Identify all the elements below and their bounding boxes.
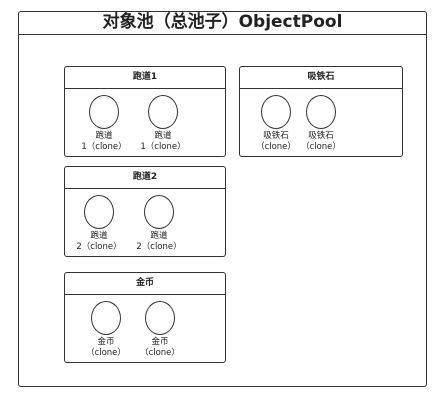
pool-item-circle (89, 95, 119, 129)
pool-item-circle (306, 95, 336, 129)
pool-item-name: 跑道 (154, 131, 172, 141)
pool-track2-title: 跑道2 (65, 167, 225, 189)
pool-magnet: 吸铁石 吸铁石 （clone） 吸铁石 （clone） (239, 66, 403, 157)
pool-item-clone: （clone） (86, 348, 126, 358)
pool-item-clone: （clone） (301, 142, 341, 152)
pool-item-name: 吸铁石 (263, 131, 289, 141)
pool-item-clone: 1（clone） (81, 142, 127, 152)
pool-item-circle (148, 95, 178, 129)
pool-item-clone: 2（clone） (76, 242, 122, 252)
pool-item-clone: 1（clone） (140, 142, 186, 152)
pool-coin-title: 金币 (65, 273, 225, 295)
pool-track1-title: 跑道1 (65, 67, 225, 89)
pool-item-name: 吸铁石 (308, 131, 334, 141)
object-pool-frame (18, 11, 427, 387)
pool-item-circle (144, 195, 174, 229)
pool-item-name: 金币 (151, 337, 169, 347)
pool-track2: 跑道2 跑道 2（clone） 跑道 2（clone） (64, 166, 226, 257)
pool-item-circle (84, 195, 114, 229)
pool-item-clone: （clone） (256, 142, 296, 152)
pool-track1: 跑道1 跑道 1（clone） 跑道 1（clone） (64, 66, 226, 157)
pool-item-circle (91, 301, 121, 335)
pool-item-clone: （clone） (140, 348, 180, 358)
pool-item-name: 跑道 (90, 231, 108, 241)
pool-item-name: 跑道 (95, 131, 113, 141)
pool-coin: 金币 金币 （clone） 金币 （clone） (64, 272, 226, 363)
pool-item-clone: 2（clone） (136, 242, 182, 252)
pool-item-name: 金币 (97, 337, 115, 347)
pool-item-circle (145, 301, 175, 335)
pool-magnet-title: 吸铁石 (240, 67, 402, 89)
object-pool-title: 对象池（总池子）ObjectPool (18, 11, 427, 35)
pool-item-circle (261, 95, 291, 129)
pool-item-name: 跑道 (150, 231, 168, 241)
